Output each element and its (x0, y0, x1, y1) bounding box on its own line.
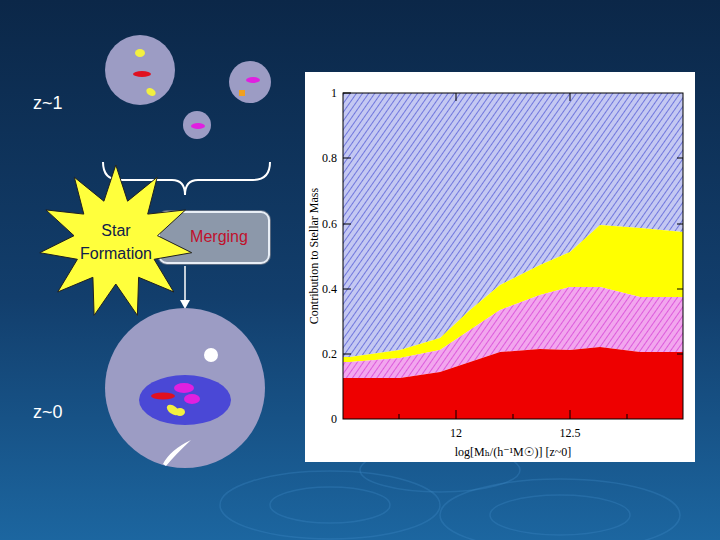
node-text: Star Formation (79, 219, 153, 265)
star-burst: Star Formation (37, 163, 195, 321)
node-text: Merging (190, 225, 248, 248)
star-shape (37, 163, 195, 321)
axis-title: Contribution to Stellar Mass (307, 188, 322, 324)
tick-label: 0 (331, 412, 337, 427)
tick-label: 12 (450, 426, 462, 441)
tick-label: 0.4 (322, 282, 337, 297)
tick-label: 12.5 (560, 426, 581, 441)
tick-label: 0.2 (322, 347, 337, 362)
redshift-label: z~0 (33, 402, 63, 423)
axis-title: log[Mₕ/(h⁻¹M☉)] [z~0] (455, 445, 572, 460)
tick-label: 0.6 (322, 217, 337, 232)
tick-label: 0.8 (322, 151, 337, 166)
redshift-label: z~1 (33, 93, 63, 114)
tick-label: 1 (331, 86, 337, 101)
